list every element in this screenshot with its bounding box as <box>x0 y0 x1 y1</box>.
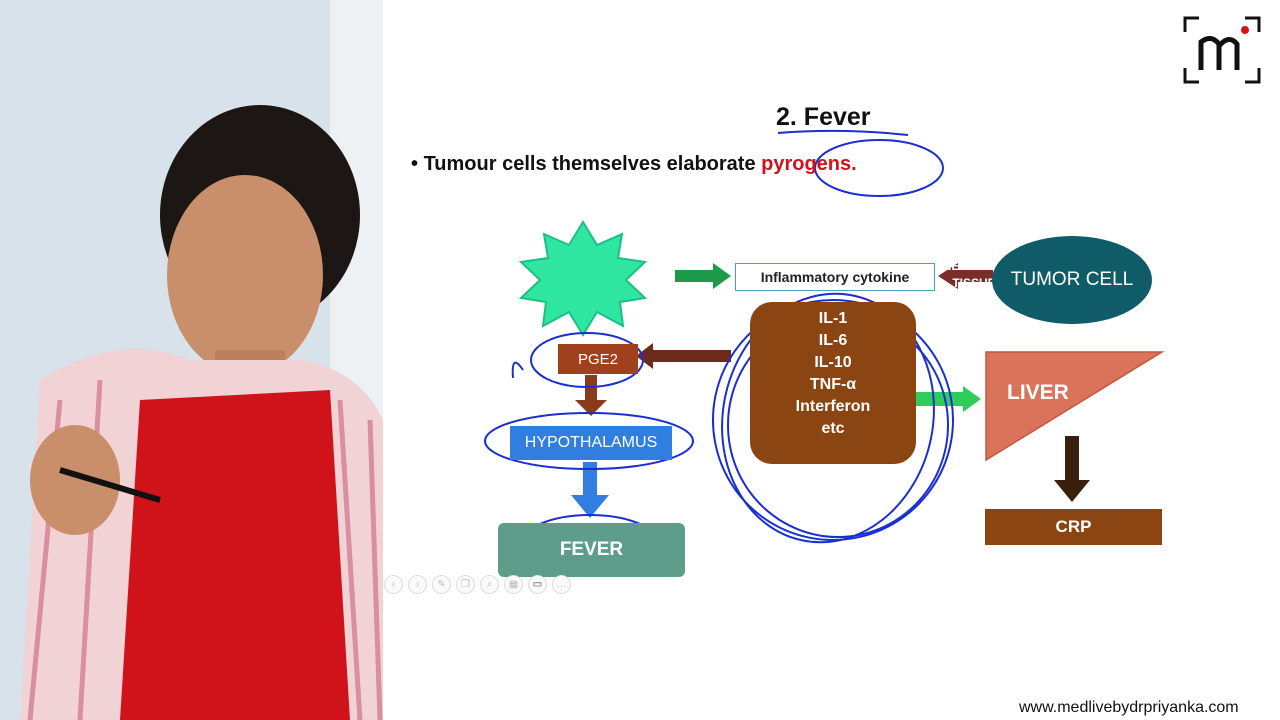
bullet-marker: • <box>411 153 419 175</box>
liver-triangle <box>985 351 1165 462</box>
inflammatory-cytokine-box: Inflammatory cytokine <box>735 263 935 291</box>
necrotic-label-line1: NECROTIC <box>942 259 1006 273</box>
camera-icon[interactable]: ▭ <box>528 575 547 594</box>
arrow-cytokine-to-liver <box>915 386 981 412</box>
cytokine-list-box: IL-1 IL-6 IL-10 TNF-α Interferon etc <box>750 302 916 464</box>
arrow-cytokine-to-pge2 <box>636 343 731 369</box>
tumor-cell-node: TUMOR CELL <box>992 236 1152 324</box>
arrow-liver-to-crp <box>1054 436 1090 502</box>
presenter-illustration <box>0 0 383 720</box>
arrow-pge2-to-hypothalamus <box>575 375 607 416</box>
arrow-tumor-to-cytokine <box>938 263 993 289</box>
grid-icon[interactable]: ▦ <box>504 575 523 594</box>
zoom-icon[interactable]: ⌕ <box>480 575 499 594</box>
next-icon[interactable]: › <box>408 575 427 594</box>
more-icon[interactable]: … <box>552 575 571 594</box>
liver-label: LIVER <box>1007 381 1069 404</box>
cytokine-tnf: TNF-α <box>809 376 857 393</box>
bullet-text: Tumour cells themselves elaborate <box>423 153 756 175</box>
diagram-arrows <box>484 129 1165 576</box>
hypothalamus-box: HYPOTHALAMUS <box>510 426 672 460</box>
bullet-point: • Tumour cells themselves elaborate pyro… <box>411 153 857 176</box>
necrotic-tissue-label: NECROTIC TISSUE <box>918 258 1030 292</box>
slide: 2. Fever • Tumour cells themselves elabo… <box>383 0 1280 720</box>
cytokine-il6: IL-6 <box>818 332 848 349</box>
pge2-box: PGE2 <box>558 344 638 374</box>
presenter-toolbar: ‹ › ✎ ❐ ⌕ ▦ ▭ … <box>384 575 571 594</box>
presenter-video <box>0 0 383 720</box>
website-url: www.medlivebydrpriyanka.com <box>1019 699 1239 716</box>
pen-icon[interactable]: ✎ <box>432 575 451 594</box>
arrow-necrotic-to-cytokine <box>675 263 731 289</box>
prev-icon[interactable]: ‹ <box>384 575 403 594</box>
fever-box: FEVER <box>498 523 685 577</box>
medlive-logo <box>1183 16 1261 84</box>
crp-box: CRP <box>985 509 1162 545</box>
cytokine-etc: etc <box>821 420 845 437</box>
ink-annotations <box>484 129 954 576</box>
cytokine-il10: IL-10 <box>814 354 852 371</box>
cytokine-interferon: Interferon <box>795 398 871 415</box>
necrotic-tissue-star <box>518 220 648 337</box>
copy-icon[interactable]: ❐ <box>456 575 475 594</box>
necrotic-label-line2: TISSUE <box>952 276 996 290</box>
pyrogens-highlight: pyrogens. <box>761 153 857 175</box>
cytokine-il1: IL-1 <box>818 310 848 327</box>
arrow-hypothalamus-to-fever <box>571 462 609 518</box>
slide-title: 2. Fever <box>776 103 871 131</box>
